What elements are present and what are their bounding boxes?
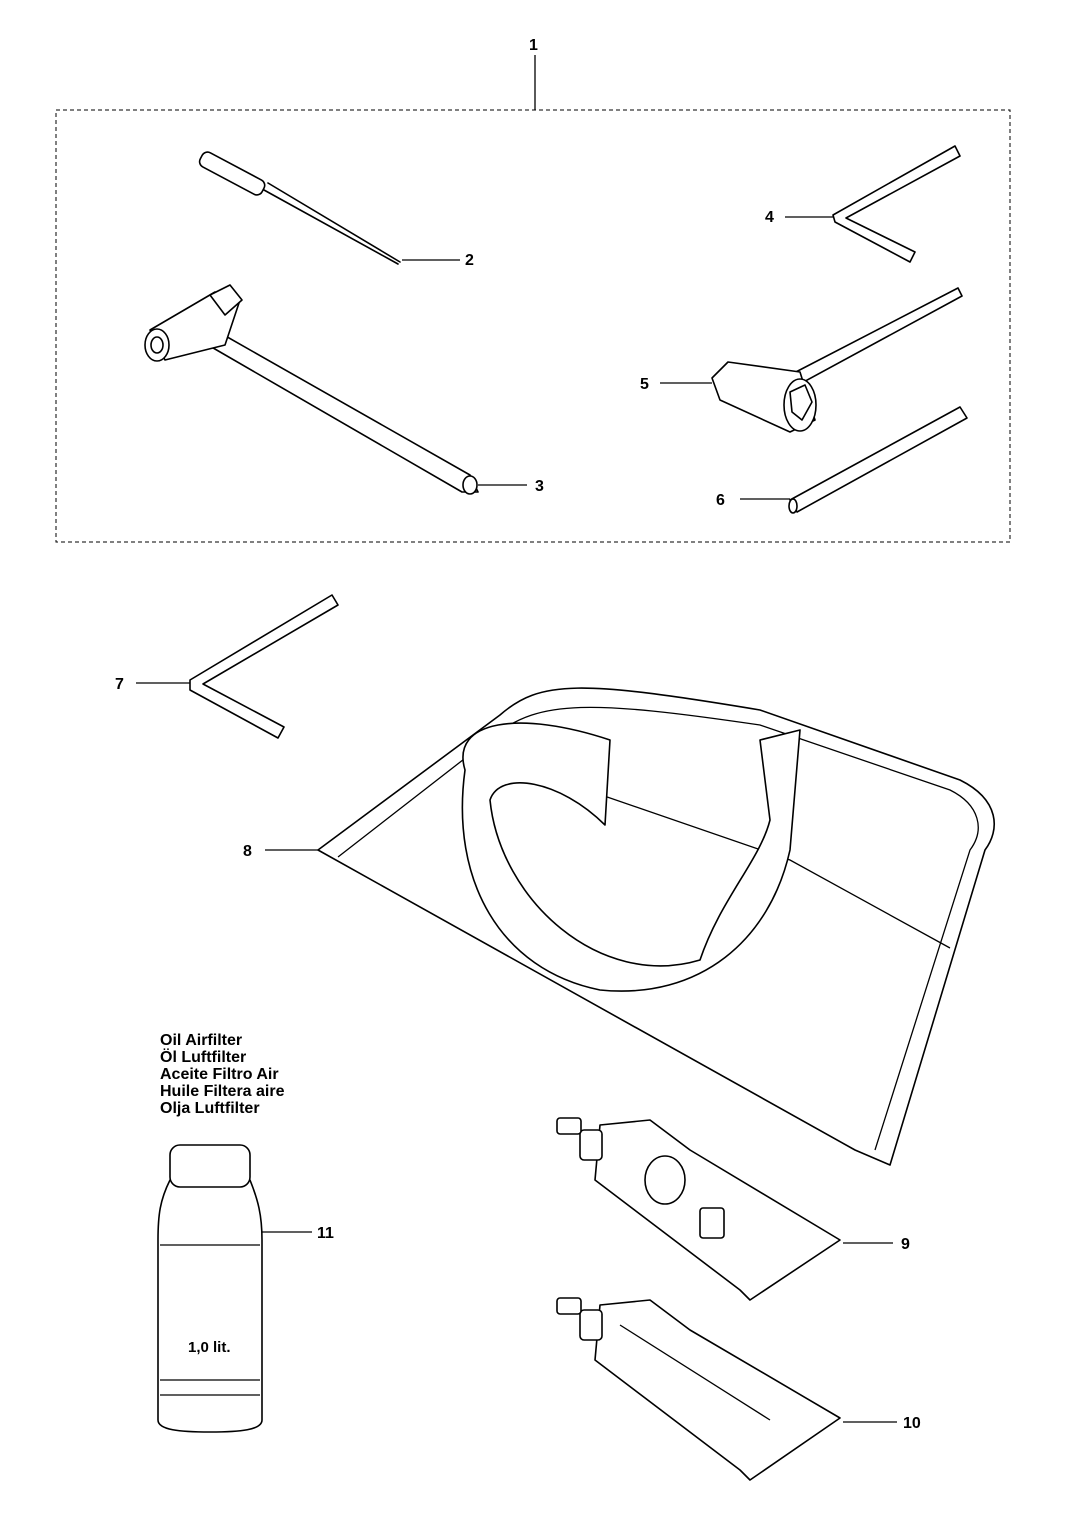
- part-3-t-wrench: [144, 284, 479, 495]
- oil-label-line: Öl Luftfilter: [160, 1049, 247, 1066]
- part-5-plug-wrench: [711, 287, 963, 433]
- part-2-screwdriver: [198, 151, 401, 265]
- part-9-grease-tube: [556, 1117, 841, 1301]
- callout-6: 6: [716, 492, 725, 509]
- oil-label-line: Oil Airfilter: [160, 1032, 243, 1049]
- part-6-rod: [788, 406, 968, 514]
- part-11-oil-bottle: 1,0 lit.: [157, 1144, 263, 1433]
- part-4-hex-key: [832, 145, 961, 263]
- callout-4: 4: [765, 209, 774, 226]
- oil-label-line: Aceite Filtro Air: [160, 1066, 279, 1083]
- oil-label-line: Olja Luftfilter: [160, 1100, 260, 1117]
- callout-11: 11: [317, 1225, 334, 1242]
- tool-kit-group-box: [55, 109, 1011, 543]
- callout-5: 5: [640, 376, 649, 393]
- part-7-hex-key: [189, 594, 339, 739]
- callout-1: 1: [529, 37, 538, 54]
- oil-label-text: Oil Airfilter Öl Luftfilter Aceite Filtr…: [160, 1032, 285, 1117]
- callout-8: 8: [243, 843, 252, 860]
- oil-label-line: Huile Filtera aire: [160, 1083, 285, 1100]
- callout-10: 10: [903, 1415, 921, 1432]
- bottle-volume-label: 1,0 lit.: [188, 1339, 231, 1356]
- callout-7: 7: [115, 676, 124, 693]
- part-8-tool-bag: [317, 687, 995, 1166]
- part-10-grease-tube: [556, 1297, 841, 1481]
- callout-2: 2: [465, 252, 474, 269]
- callout-9: 9: [901, 1236, 910, 1253]
- callout-3: 3: [535, 478, 544, 495]
